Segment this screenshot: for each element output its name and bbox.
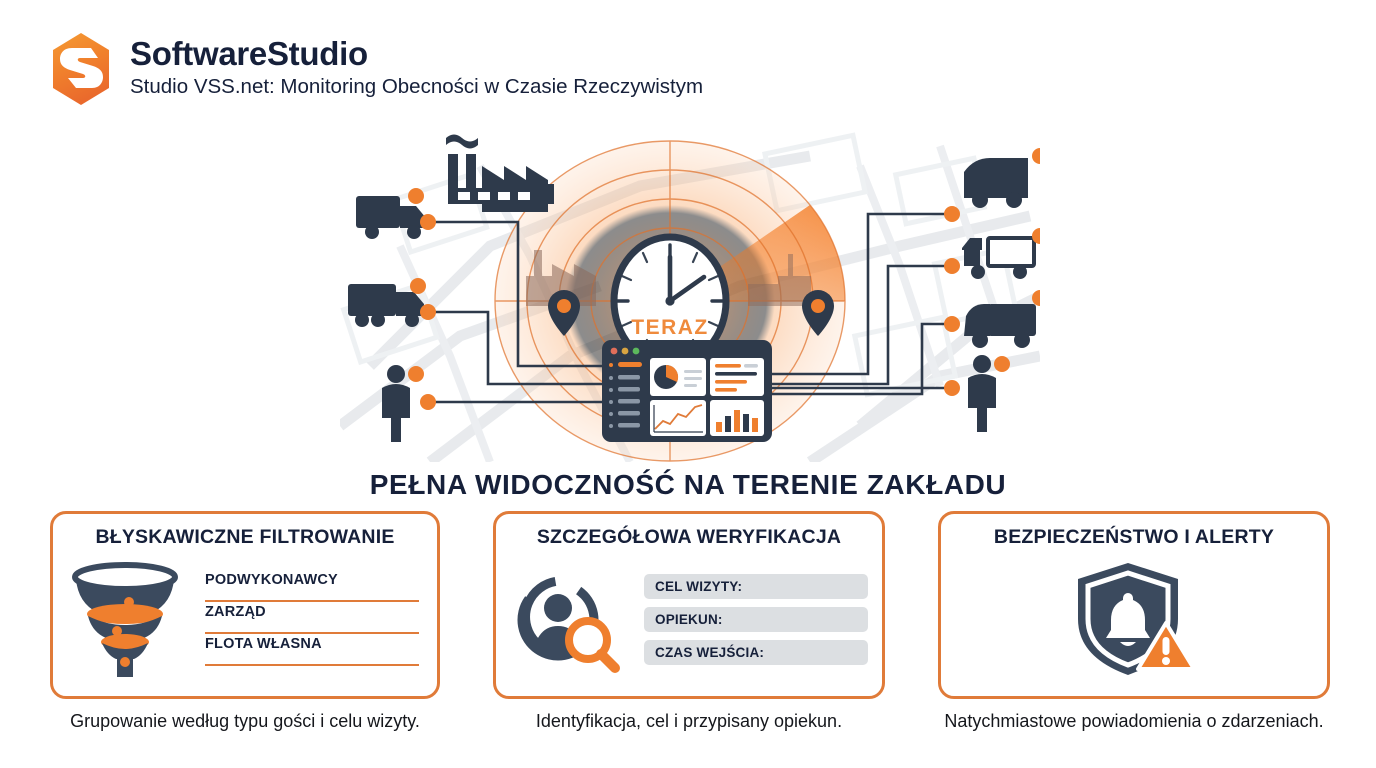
bell-icon (1106, 592, 1150, 646)
card-bezpieczenstwo-title: BEZPIECZEŃSTWO I ALERTY (993, 526, 1275, 548)
node-dot (944, 206, 960, 222)
card-filtrowanie-caption: Grupowanie według typu gości i celu wizy… (70, 711, 420, 731)
page-title: PEŁNA WIDOCZNOŚĆ NA TERENIE ZAKŁADU (369, 469, 1007, 500)
alert-triangle-icon (1136, 620, 1196, 671)
softwarestudio-hexagon-s-logo-icon (50, 32, 112, 106)
truck-right-3-icon (964, 304, 1036, 348)
funnel-label-2: FLOTA WŁASNA (205, 635, 322, 652)
card-weryfikacja: SZCZEGÓŁOWA WERYFIKACJA CEL WIZYTY: (493, 511, 885, 733)
hero-illustration: TERAZ (340, 126, 1040, 462)
card-weryfikacja-caption: Identyfikacja, cel i przypisany opiekun. (535, 711, 843, 731)
funnel-labels: PODWYKONAWCY ZARZĄD FLOTA WŁASNA (201, 572, 423, 668)
card-weryfikacja-box[interactable]: SZCZEGÓŁOWA WERYFIKACJA CEL WIZYTY: (493, 511, 885, 699)
verification-fields: CEL WIZYTY: OPIEKUN: CZAS WEJŚCIA: (644, 574, 868, 665)
brand-name: SoftwareStudio (130, 34, 368, 72)
person-right-icon (968, 355, 996, 432)
node-dot (1032, 228, 1040, 244)
funnel-label-1: ZARZĄD (205, 603, 266, 620)
map-pin-left-icon (548, 290, 580, 336)
card-filtrowanie-box[interactable]: BŁYSKAWICZNE FILTROWANIE (50, 511, 440, 699)
brand-header: SoftwareStudio Studio VSS.net: Monitorin… (50, 32, 703, 106)
analog-clock-icon: TERAZ (610, 233, 730, 369)
pie-chart-icon (654, 364, 679, 389)
factory-silhouette-right (748, 254, 811, 306)
funnel-leader-line (205, 599, 419, 602)
node-dot (408, 188, 424, 204)
truck-right-2-icon (962, 236, 1036, 279)
field-czas-wejscia[interactable]: CZAS WEJŚCIA: (644, 640, 868, 665)
node-dot (420, 214, 436, 230)
node-dot (408, 366, 424, 382)
funnel-leader-line (205, 631, 419, 634)
person-left-icon (382, 365, 410, 442)
funnel-leader-line (205, 663, 419, 666)
factory-icon (446, 134, 554, 212)
node-dot (420, 304, 436, 320)
funnel-label-row: PODWYKONAWCY (205, 572, 423, 604)
funnel-label-0: PODWYKONAWCY (205, 571, 338, 588)
truck-left-2-icon (348, 284, 424, 327)
card-weryfikacja-title: SZCZEGÓŁOWA WERYFIKACJA (536, 526, 842, 548)
map-pin-right-icon (802, 290, 834, 336)
card-filtrowanie: BŁYSKAWICZNE FILTROWANIE (50, 511, 440, 733)
node-dot (1032, 148, 1040, 164)
node-dot (410, 278, 426, 294)
connector-lines (428, 212, 952, 404)
van-right-1-icon (964, 158, 1028, 208)
truck-left-1-icon (356, 196, 426, 239)
dashboard-window-icon (602, 340, 772, 442)
dashboard-sidebar (609, 362, 642, 428)
node-dot (944, 258, 960, 274)
funnel-label-row: FLOTA WŁASNA (205, 636, 423, 668)
brand-text-block: SoftwareStudio Studio VSS.net: Monitorin… (130, 34, 704, 101)
hero-svg: TERAZ (340, 132, 1040, 462)
node-dot (944, 316, 960, 332)
funnel-icon (72, 561, 178, 677)
node-dot (994, 356, 1010, 372)
node-dot (944, 380, 960, 396)
card-bezpieczenstwo-box[interactable]: BEZPIECZEŃSTWO I ALERTY (938, 511, 1330, 699)
radar-now-label: TERAZ (631, 316, 709, 339)
field-cel-wizyty[interactable]: CEL WIZYTY: (644, 574, 868, 599)
card-filtrowanie-title: BŁYSKAWICZNE FILTROWANIE (95, 526, 395, 548)
shield-bell-alert-icon (1078, 562, 1196, 675)
user-magnifier-icon (517, 576, 620, 673)
feature-cards-row: BŁYSKAWICZNE FILTROWANIE (50, 511, 1330, 751)
node-dot (420, 394, 436, 410)
card-bezpieczenstwo: BEZPIECZEŃSTWO I ALERTY (938, 511, 1330, 733)
funnel-label-row: ZARZĄD (205, 604, 423, 636)
card-bezpieczenstwo-caption: Natychmiastowe powiadomienia o zdarzenia… (944, 711, 1324, 731)
node-dot (1032, 290, 1040, 306)
field-opiekun[interactable]: OPIEKUN: (644, 607, 868, 632)
brand-subtitle: Studio VSS.net: Monitoring Obecności w C… (130, 75, 704, 99)
